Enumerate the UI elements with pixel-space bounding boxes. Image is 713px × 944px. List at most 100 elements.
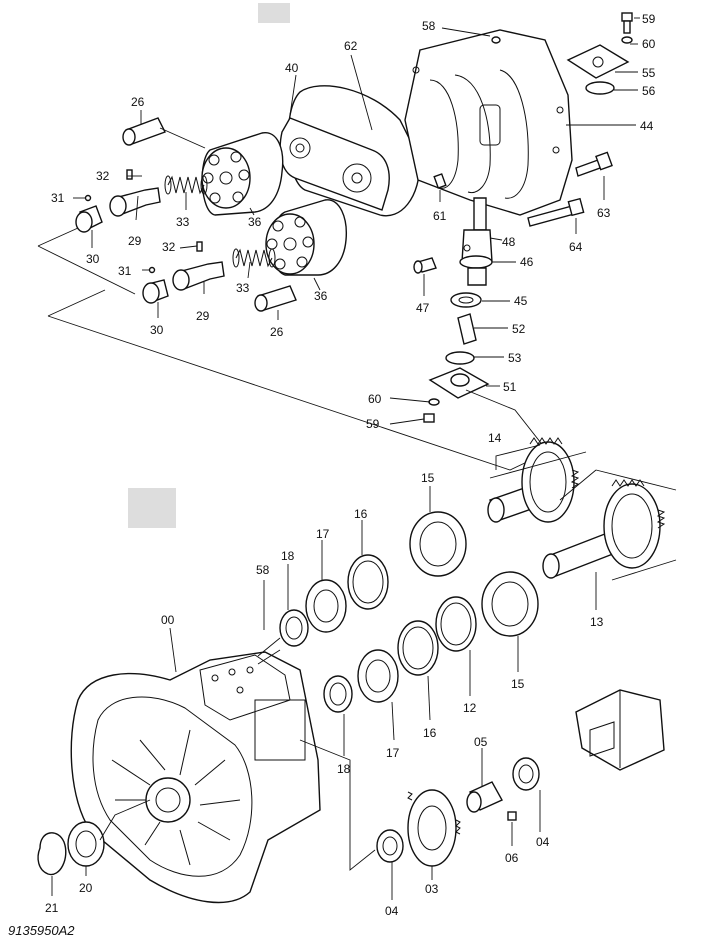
label-17-upper: 17 [316,527,330,541]
label-31-upper: 31 [51,191,65,205]
label-03: 03 [425,882,439,896]
label-60-lower: 60 [368,392,382,406]
label-59-lower: 59 [366,417,380,431]
label-62: 62 [344,39,358,53]
gearbox-frame [257,451,677,871]
label-14: 14 [488,431,502,445]
label-15-lower: 15 [511,677,525,691]
label-44: 44 [640,119,654,133]
bearing-15-lower [481,571,539,637]
label-36-upper: 36 [248,215,262,229]
label-53: 53 [508,351,522,365]
seal-20 [67,821,105,867]
drawing-number: 9135950A2 [8,923,75,938]
label-16-lower: 16 [423,726,437,740]
label-48: 48 [502,235,516,249]
gear-03 [407,789,457,867]
label-47: 47 [416,301,430,315]
label-16-upper: 16 [354,507,368,521]
housing-44 [404,29,573,216]
label-36-lower: 36 [314,289,328,303]
bearing-04-lower [376,829,404,863]
label-06: 06 [505,851,519,865]
label-56: 56 [642,84,656,98]
part-labels: 26 40 62 58 59 60 55 56 44 31 32 33 36 2… [45,12,656,918]
label-58-lower: 58 [256,563,270,577]
snap-ring-21 [37,832,67,876]
label-58-top: 58 [422,19,436,33]
label-33-lower: 33 [236,281,250,295]
bearing-15-upper [409,511,467,577]
label-18-upper: 18 [281,549,295,563]
leader-lines [51,17,640,900]
label-05: 05 [474,735,488,749]
label-32-upper: 32 [96,169,110,183]
ring-16-lower [397,620,439,676]
spool-48 [473,197,487,231]
bearing-17-upper [305,579,347,633]
label-33-upper: 33 [176,215,190,229]
bearing-04-upper [512,757,540,791]
label-04-right: 04 [536,835,550,849]
pump-group [75,12,633,423]
bolt-59-lower [423,413,435,423]
oil-seal-18-lower [323,675,353,713]
oring-58-top [491,36,501,44]
pin-32-upper [126,169,133,180]
ring-16-upper [347,554,389,610]
label-45: 45 [514,294,528,308]
label-15-upper: 15 [421,471,435,485]
label-13: 13 [590,615,604,629]
label-59-top: 59 [642,12,656,26]
washer-45 [450,292,482,308]
label-12: 12 [463,701,477,715]
spring-52 [457,313,477,345]
bolt-63 [575,159,601,177]
bolt-59-top [621,12,633,22]
washer-60-top [621,36,633,44]
pin-61 [433,173,447,189]
key-06 [507,811,517,821]
oring-56 [585,81,615,95]
label-32-lower: 32 [162,240,176,254]
washer-60-lower [428,398,440,406]
label-30-lower: 30 [150,323,164,337]
label-51: 51 [503,380,517,394]
label-52: 52 [512,322,526,336]
label-00: 00 [161,613,175,627]
label-26-upper: 26 [131,95,145,109]
label-46: 46 [520,255,534,269]
ring-12 [435,596,477,652]
label-29-upper: 29 [128,234,142,248]
spring-33-lower [235,248,273,268]
label-29-lower: 29 [196,309,210,323]
bearing-17-lower [357,649,399,703]
label-60-top: 60 [642,37,656,51]
housing-00 [70,651,321,904]
pump-frame [37,227,549,471]
pin-32-lower [196,241,203,252]
blur-mark-top [258,3,290,23]
label-26-lower: 26 [270,325,284,339]
label-30-upper: 30 [86,252,100,266]
label-17-lower: 17 [386,746,400,760]
label-55: 55 [642,66,656,80]
label-63: 63 [597,206,611,220]
cover-55 [566,44,630,79]
blur-mark-middle [128,488,176,528]
gearbox-group [37,437,666,904]
oring-53 [445,351,475,365]
spring-33-upper [167,175,205,195]
label-18-lower: 18 [337,762,351,776]
oil-seal-18-upper [279,609,309,647]
label-21: 21 [45,901,59,915]
ball-31-lower [148,266,156,274]
label-31-lower: 31 [118,264,132,278]
ball-31-upper [84,194,92,202]
label-20: 20 [79,881,93,895]
label-64: 64 [569,240,583,254]
label-04-bottom: 04 [385,904,399,918]
label-61: 61 [433,209,447,223]
label-40: 40 [285,61,299,75]
